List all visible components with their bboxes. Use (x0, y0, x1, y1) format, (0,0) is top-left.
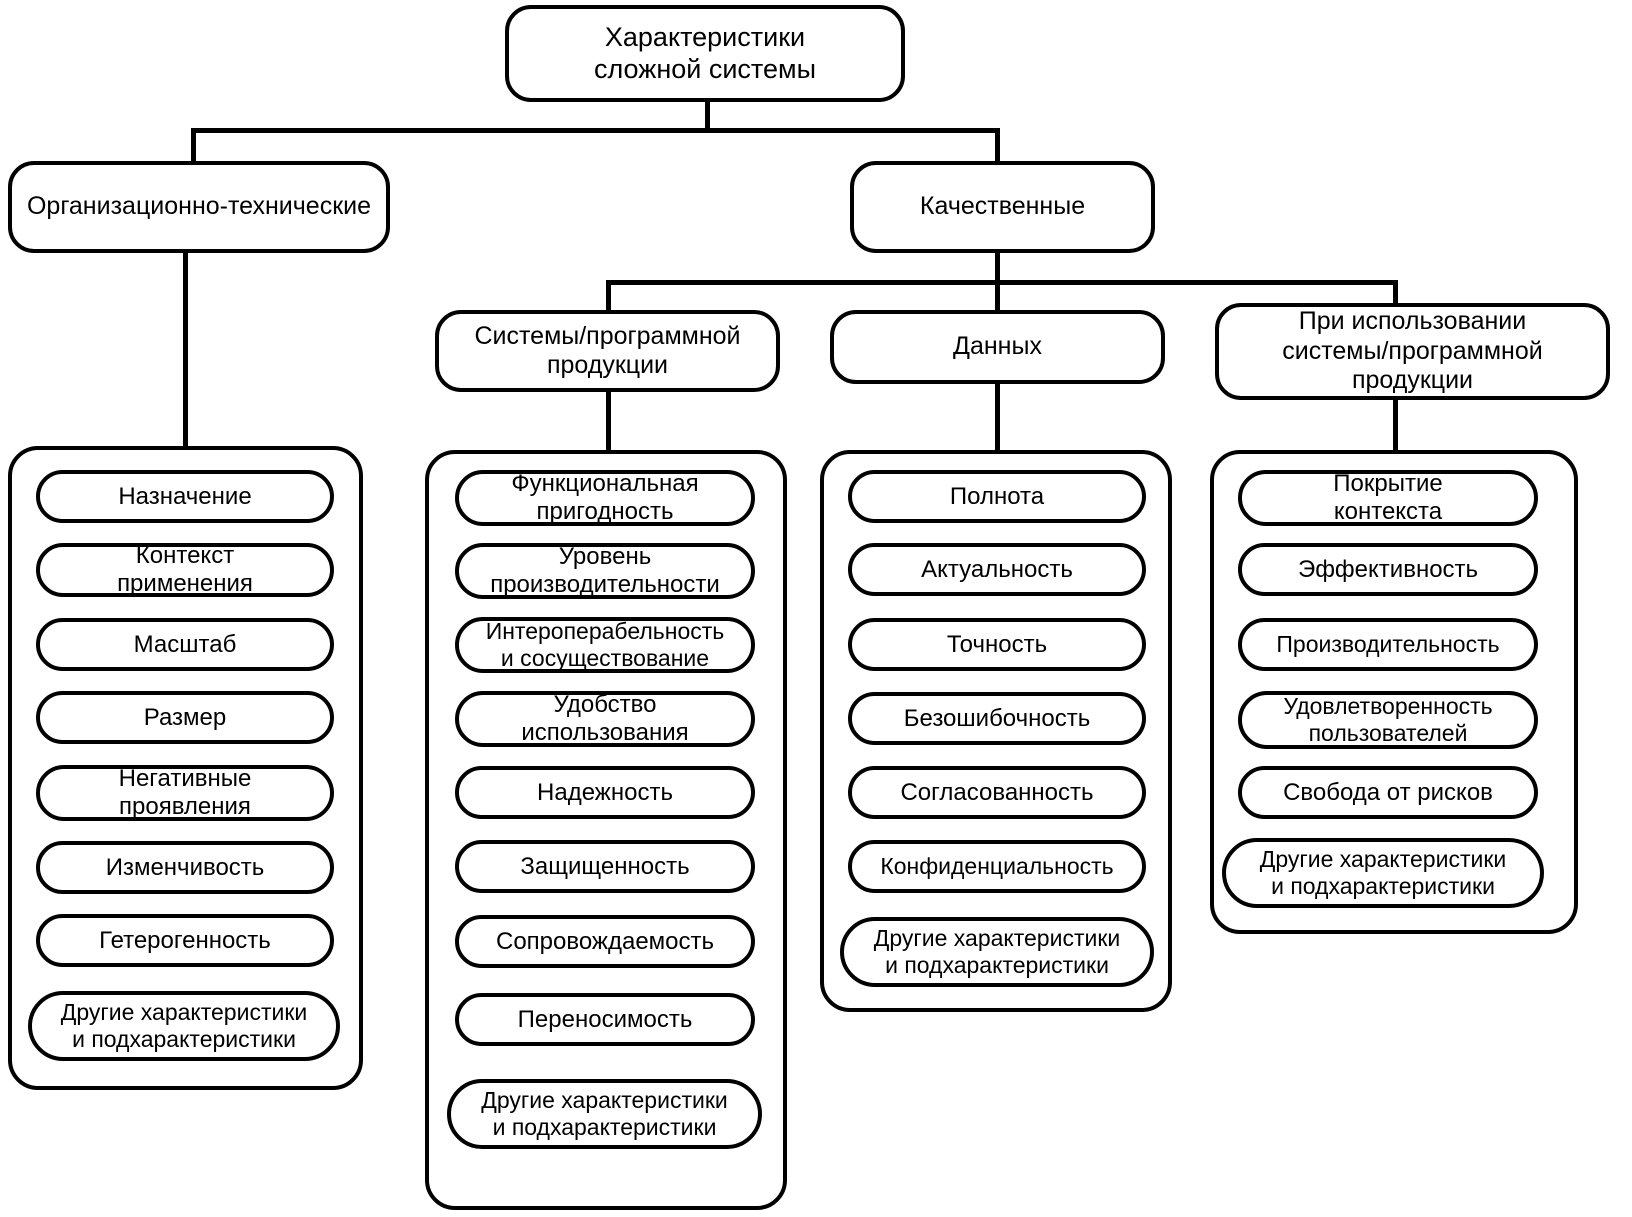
connector-to-system-product (606, 280, 611, 312)
connector-usage-to-group (1393, 398, 1398, 450)
leaf-label: Свобода от рисков (1283, 778, 1493, 806)
leaf-label: Переносимость (517, 1005, 693, 1033)
leaf-usage-6[interactable]: Другие характеристики и подхарактеристик… (1222, 838, 1544, 908)
leaf-sys-3[interactable]: Интероперабельность и сосуществование (455, 617, 755, 673)
leaf-label: Покрытие контекста (1333, 470, 1443, 525)
node-qualitative-label: Качественные (919, 192, 1086, 221)
leaf-data-3[interactable]: Точность (848, 618, 1146, 671)
leaf-sys-4[interactable]: Удобство использования (455, 691, 755, 747)
leaf-data-4[interactable]: Безошибочность (848, 692, 1146, 745)
leaf-label: Другие характеристики и подхарактеристик… (60, 999, 308, 1052)
leaf-label: Другие характеристики и подхарактеристик… (1259, 846, 1507, 899)
leaf-sys-5[interactable]: Надежность (455, 766, 755, 819)
leaf-label: Удобство использования (521, 691, 689, 746)
connector-to-org-tech (191, 128, 196, 163)
leaf-label: Размер (143, 703, 227, 731)
leaf-label: Защищенность (520, 852, 690, 880)
leaf-label: Другие характеристики и подхарактеристик… (481, 1087, 728, 1140)
leaf-label: Изменчивость (105, 853, 265, 881)
leaf-sys-8[interactable]: Переносимость (455, 993, 755, 1046)
connector-data-to-group (995, 382, 1000, 450)
connector-org-tech-to-group (183, 250, 188, 450)
leaf-label: Эффективность (1297, 555, 1479, 583)
node-system-software-product-label: Системы/программной продукции (474, 321, 741, 380)
node-when-using-system-label: При использовании системы/программной пр… (1282, 307, 1543, 395)
connector-level2-bar (193, 128, 1000, 133)
leaf-label: Согласованность (900, 778, 1094, 806)
node-data[interactable]: Данных (830, 310, 1165, 384)
connector-quality-stem (995, 250, 1000, 282)
leaf-label: Полнота (949, 482, 1045, 510)
leaf-usage-1[interactable]: Покрытие контекста (1238, 470, 1538, 526)
leaf-data-2[interactable]: Актуальность (848, 543, 1146, 596)
leaf-data-7[interactable]: Другие характеристики и подхарактеристик… (840, 917, 1154, 987)
leaf-data-5[interactable]: Согласованность (848, 766, 1146, 819)
node-root[interactable]: Характеристики сложной системы (505, 5, 905, 102)
leaf-org-5[interactable]: Негативные проявления (36, 765, 334, 821)
leaf-label: Актуальность (921, 555, 1073, 583)
leaf-usage-5[interactable]: Свобода от рисков (1238, 766, 1538, 819)
leaf-label: Уровень производительности (490, 543, 720, 598)
leaf-org-6[interactable]: Изменчивость (36, 841, 334, 894)
connector-system-product-to-group (606, 390, 611, 450)
leaf-label: Негативные проявления (118, 765, 252, 820)
leaf-org-8[interactable]: Другие характеристики и подхарактеристик… (28, 991, 340, 1061)
leaf-sys-6[interactable]: Защищенность (455, 840, 755, 893)
leaf-sys-2[interactable]: Уровень производительности (455, 543, 755, 599)
leaf-usage-2[interactable]: Эффективность (1238, 543, 1538, 596)
connector-level3-bar (608, 280, 1398, 285)
node-qualitative[interactable]: Качественные (850, 161, 1155, 253)
leaf-data-6[interactable]: Конфиденциальность (848, 840, 1146, 893)
leaf-label: Точность (946, 630, 1048, 658)
leaf-org-1[interactable]: Назначение (36, 470, 334, 523)
leaf-label: Безошибочность (903, 704, 1091, 732)
connector-to-quality (995, 128, 1000, 163)
leaf-label: Надежность (537, 778, 673, 806)
leaf-label: Интероперабельность и сосуществование (485, 618, 725, 671)
leaf-label: Удовлетворенность пользователей (1283, 693, 1493, 746)
leaf-sys-1[interactable]: Функциональная пригодность (455, 470, 755, 526)
leaf-label: Конфиденциальность (880, 853, 1114, 880)
leaf-org-7[interactable]: Гетерогенность (36, 914, 334, 967)
connector-to-data (995, 280, 1000, 312)
leaf-label: Гетерогенность (99, 926, 271, 954)
leaf-label: Назначение (118, 482, 252, 510)
node-when-using-system[interactable]: При использовании системы/программной пр… (1215, 303, 1610, 400)
leaf-org-3[interactable]: Масштаб (36, 618, 334, 671)
node-organizational-technical[interactable]: Организационно-технические (8, 161, 390, 253)
leaf-usage-3[interactable]: Производительность (1238, 618, 1538, 671)
connector-to-usage (1393, 280, 1398, 312)
leaf-org-2[interactable]: Контекст применения (36, 542, 334, 597)
leaf-data-1[interactable]: Полнота (848, 470, 1146, 523)
leaf-label: Контекст применения (117, 542, 253, 597)
leaf-org-4[interactable]: Размер (36, 691, 334, 744)
leaf-label: Сопровождаемость (495, 927, 715, 955)
leaf-sys-7[interactable]: Сопровождаемость (455, 915, 755, 968)
leaf-label: Производительность (1276, 631, 1500, 658)
node-data-label: Данных (953, 332, 1042, 361)
leaf-usage-4[interactable]: Удовлетворенность пользователей (1238, 691, 1538, 749)
node-system-software-product[interactable]: Системы/программной продукции (435, 310, 780, 392)
node-organizational-technical-label: Организационно-технические (26, 192, 372, 221)
leaf-sys-9[interactable]: Другие характеристики и подхарактеристик… (447, 1079, 762, 1149)
connector-root-stem (705, 100, 710, 130)
node-root-label: Характеристики сложной системы (594, 21, 816, 84)
leaf-label: Другие характеристики и подхарактеристик… (873, 925, 1121, 978)
leaf-label: Функциональная пригодность (511, 470, 699, 525)
leaf-label: Масштаб (133, 630, 237, 658)
